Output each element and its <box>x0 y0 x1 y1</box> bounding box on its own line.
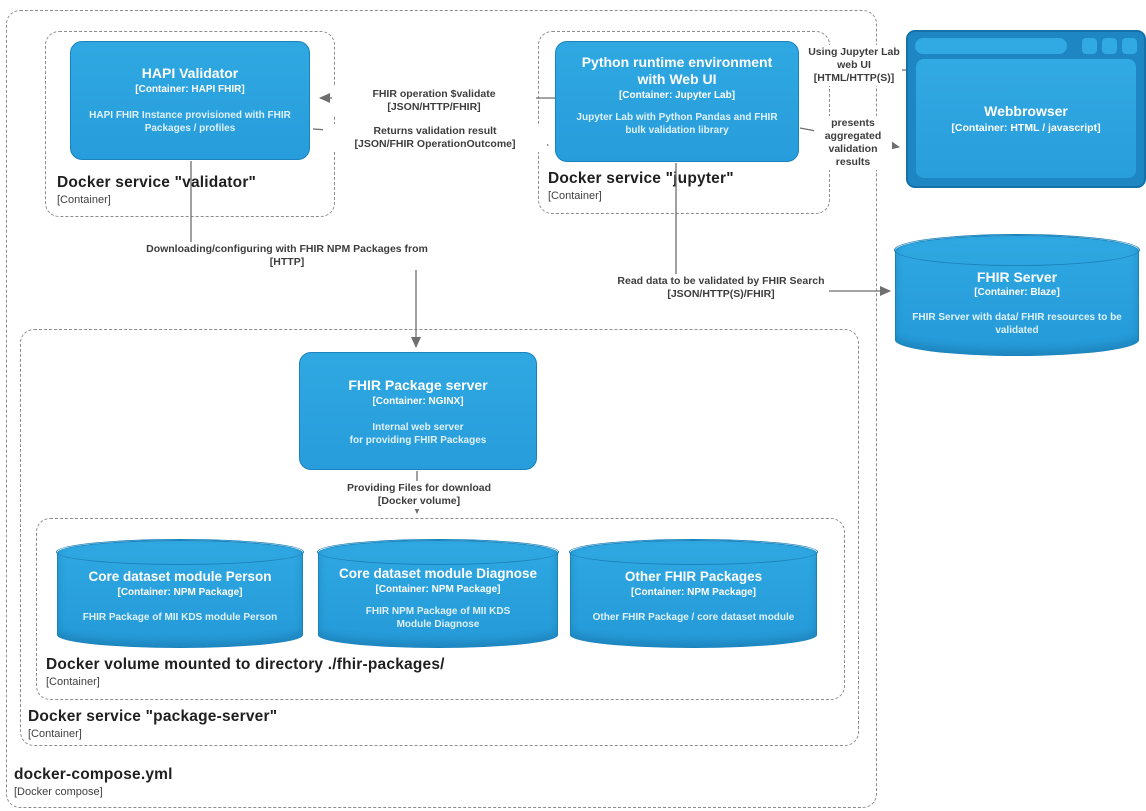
volume-group <box>36 518 845 700</box>
group-subtitle: [Container] <box>548 190 602 202</box>
browser-button <box>1082 38 1097 54</box>
edge-protocol: [JSON/FHIR OperationOutcome] <box>354 138 516 150</box>
edge-label-download: Downloading/configuring with FHIR NPM Pa… <box>140 242 434 270</box>
diagnose-package-cylinder: Core dataset module Diagnose [Container:… <box>317 539 559 648</box>
group-subtitle: [Container] <box>57 194 111 206</box>
jupyter-group-label: Docker service "jupyter" [Container] <box>548 170 734 202</box>
package-server-group-label: Docker service "package-server" [Contain… <box>28 708 277 740</box>
group-title: Docker service "package-server" <box>28 708 278 725</box>
edge-label-presents: presents aggregated validation results <box>814 116 892 170</box>
edge-label-validate: FHIR operation $validate [JSON/HTTP/FHIR… <box>332 87 536 115</box>
group-subtitle: [Container] <box>28 728 82 740</box>
edge-label-using: Using Jupyter Lab web UI [HTML/HTTP(S)] <box>806 45 902 86</box>
edge-protocol: [JSON/HTTP(S)/FHIR] <box>667 288 775 300</box>
browser-content: Webbrowser [Container: HTML / javascript… <box>916 59 1136 178</box>
node-subtitle: [Container: Jupyter Lab] <box>618 90 736 101</box>
edge-protocol: [HTML/HTTP(S)] <box>813 72 895 84</box>
hapi-validator-node: HAPI Validator [Container: HAPI FHIR] HA… <box>70 41 310 160</box>
node-title: Core dataset module Person <box>88 569 272 584</box>
node-description: Jupyter Lab with Python Pandas and FHIR … <box>576 112 778 136</box>
edge-label-returns: Returns validation result [JSON/FHIR Ope… <box>323 124 547 152</box>
node-title: Other FHIR Packages <box>624 569 763 584</box>
group-title: docker-compose.yml <box>14 766 173 783</box>
node-description: FHIR Server with data/ FHIR resources to… <box>912 312 1122 336</box>
node-subtitle: [Container: NGINX] <box>372 396 464 407</box>
fhir-server-cylinder: FHIR Server [Container: Blaze] FHIR Serv… <box>894 234 1140 356</box>
node-title: Core dataset module Diagnose <box>338 566 538 581</box>
edge-text: Using Jupyter Lab web UI <box>808 46 900 71</box>
node-title: Webbrowser <box>984 103 1068 119</box>
compose-group <box>6 10 877 808</box>
node-description: HAPI FHIR Instance provisioned with FHIR… <box>89 110 291 134</box>
edge-text: Downloading/configuring with FHIR NPM Pa… <box>146 243 428 255</box>
browser-button <box>1122 38 1137 54</box>
group-title: Docker service "jupyter" <box>548 170 734 187</box>
node-subtitle: [Container: NPM Package] <box>117 587 243 598</box>
edge-protocol: [HTTP] <box>269 256 305 268</box>
edge-protocol: [Docker volume] <box>377 495 461 507</box>
edge-label-read: Read data to be validated by FHIR Search… <box>613 274 829 302</box>
package-server-group <box>20 329 859 746</box>
edge-text: Returns validation result <box>373 125 497 137</box>
compose-group-label: docker-compose.yml [Docker compose] <box>14 766 173 798</box>
edge-text: Providing Files for download <box>346 482 492 494</box>
browser-address-bar <box>915 38 1067 54</box>
validator-group-label: Docker service "validator" [Container] <box>57 174 256 206</box>
edge-label-providing: Providing Files for download [Docker vol… <box>332 481 506 509</box>
node-description: Internal web server for providing FHIR P… <box>349 422 487 446</box>
node-title: FHIR Package server <box>348 377 488 393</box>
python-runtime-node: Python runtime environment with Web UI [… <box>555 41 799 162</box>
node-subtitle: [Container: HAPI FHIR] <box>135 84 245 95</box>
other-packages-cylinder: Other FHIR Packages [Container: NPM Pack… <box>569 539 818 648</box>
edge-protocol: [JSON/HTTP/FHIR] <box>387 101 481 113</box>
node-subtitle: [Container: NPM Package] <box>630 587 757 598</box>
node-description: FHIR Package of MII KDS module Person <box>82 612 278 623</box>
node-subtitle: [Container: Blaze] <box>974 287 1060 298</box>
webbrowser-node: Webbrowser [Container: HTML / javascript… <box>906 30 1146 188</box>
group-title: Docker service "validator" <box>57 174 257 191</box>
edge-text: Read data to be validated by FHIR Search <box>617 275 825 287</box>
group-subtitle: [Container] <box>46 676 100 688</box>
node-subtitle: [Container: HTML / javascript] <box>951 122 1101 134</box>
node-description: Other FHIR Package / core dataset module <box>592 612 795 623</box>
node-title: FHIR Server <box>976 269 1058 285</box>
node-description: FHIR NPM Package of MII KDS Module Diagn… <box>365 606 511 630</box>
browser-button <box>1102 38 1117 54</box>
node-title: Python runtime environment with Web UI <box>581 54 773 87</box>
volume-group-label: Docker volume mounted to directory ./fhi… <box>46 656 445 688</box>
group-title: Docker volume mounted to directory ./fhi… <box>46 656 445 673</box>
person-package-cylinder: Core dataset module Person [Container: N… <box>56 539 304 648</box>
group-subtitle: [Docker compose] <box>14 786 103 798</box>
edge-text: presents aggregated validation results <box>824 117 882 168</box>
edge-text: FHIR operation $validate <box>372 88 496 100</box>
fhir-package-server-node: FHIR Package server [Container: NGINX] I… <box>299 352 537 470</box>
node-title: HAPI Validator <box>141 65 239 81</box>
node-subtitle: [Container: NPM Package] <box>375 584 501 595</box>
